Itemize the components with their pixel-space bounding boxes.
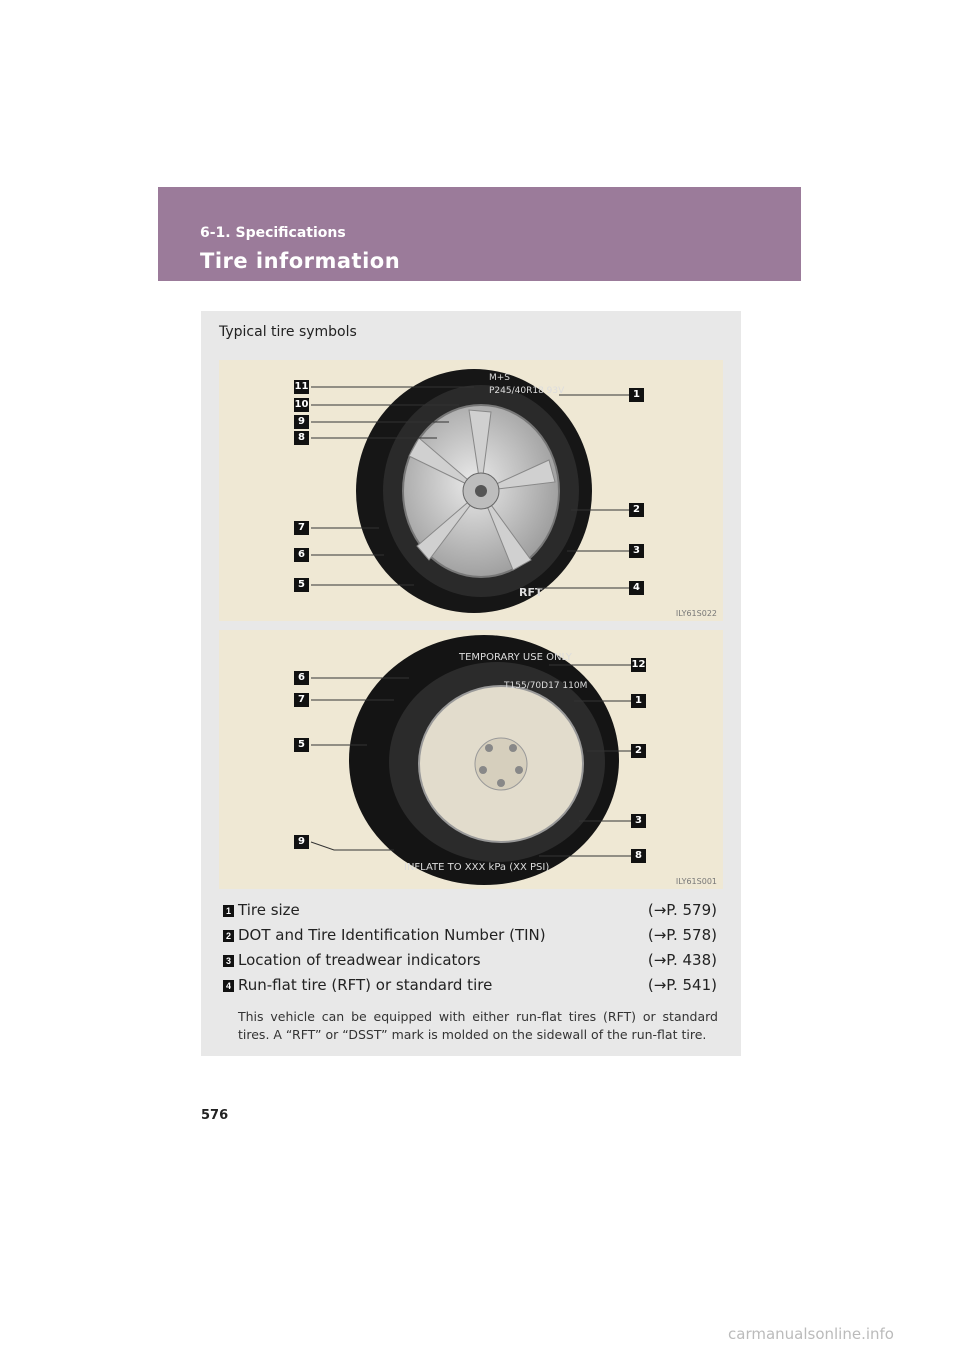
tire-text-spare-size: T155/70D17 110M: [503, 681, 587, 691]
callout-3: 3: [629, 544, 644, 558]
item-number: 3: [223, 955, 234, 967]
watermark: carmanualsonline.info: [728, 1325, 894, 1343]
item-number: 1: [223, 905, 234, 917]
section-header: 6-1. Specifications Tire information: [158, 187, 801, 281]
item-text: DOT and Tire Identification Number (TIN): [238, 926, 546, 944]
legend-item: 4 Run-flat tire (RFT) or standard tire (…: [223, 976, 717, 998]
tire-text-rft: RFT: [519, 586, 543, 599]
callout-1: 1: [629, 388, 644, 402]
callout-12: 12: [631, 658, 646, 672]
item-number: 2: [223, 930, 234, 942]
page-reference-link[interactable]: (→P. 438): [647, 951, 717, 969]
item-text: Tire size: [238, 901, 300, 919]
callout-11: 11: [294, 380, 309, 394]
figure-id: ILY61S001: [675, 877, 717, 886]
tire-symbols-panel: Typical tire symbols M+S P245/40R18 93V: [201, 311, 741, 1056]
legend-item: 1 Tire size (→P. 579): [223, 901, 717, 923]
callout-8: 8: [294, 431, 309, 445]
callout-5: 5: [294, 578, 309, 592]
callout-6: 6: [294, 548, 309, 562]
callout-7: 7: [294, 521, 309, 535]
standard-tire-illustration: M+S P245/40R18 93V RFT: [311, 369, 629, 613]
callout-3: 3: [631, 814, 646, 828]
panel-heading: Typical tire symbols: [219, 324, 357, 340]
item-text: Location of treadwear indicators: [238, 951, 481, 969]
callout-10: 10: [294, 398, 309, 412]
callout-2: 2: [629, 503, 644, 517]
tire-text-inflate: INFLATE TO XXX kPa (XX PSI): [404, 862, 549, 873]
spare-tire-figure: TEMPORARY USE ONLY T155/70D17 110M INFLA…: [219, 630, 723, 889]
standard-tire-figure: M+S P245/40R18 93V RFT 11 10 9 8 7 6: [219, 360, 723, 621]
item-text: Run-flat tire (RFT) or standard tire: [238, 976, 493, 994]
page-reference-link[interactable]: (→P. 579): [647, 901, 717, 919]
callout-9: 9: [294, 415, 309, 429]
callout-2: 2: [631, 744, 646, 758]
figure-id: ILY61S022: [675, 609, 717, 618]
section-label: 6-1. Specifications: [200, 225, 346, 241]
callout-5: 5: [294, 738, 309, 752]
legend-item: 3 Location of treadwear indicators (→P. …: [223, 951, 717, 973]
run-flat-note: This vehicle can be equipped with either…: [238, 1009, 718, 1042]
callout-1: 1: [631, 694, 646, 708]
spare-tire-illustration: TEMPORARY USE ONLY T155/70D17 110M INFLA…: [310, 635, 631, 885]
callout-7: 7: [294, 693, 309, 707]
page-reference-link[interactable]: (→P. 578): [647, 926, 717, 944]
legend-item: 2 DOT and Tire Identification Number (TI…: [223, 926, 717, 948]
callout-8: 8: [631, 849, 646, 863]
item-number: 4: [223, 980, 234, 992]
tire-text-ms: M+S: [489, 373, 510, 383]
tire-text-size: P245/40R18 93V: [489, 386, 565, 396]
callout-6: 6: [294, 671, 309, 685]
callout-9: 9: [294, 835, 309, 849]
page-title: Tire information: [200, 249, 401, 273]
callout-4: 4: [629, 581, 644, 595]
page-number: 576: [201, 1108, 229, 1123]
page-reference-link[interactable]: (→P. 541): [647, 976, 717, 994]
tire-text-temporary: TEMPORARY USE ONLY: [458, 652, 573, 663]
